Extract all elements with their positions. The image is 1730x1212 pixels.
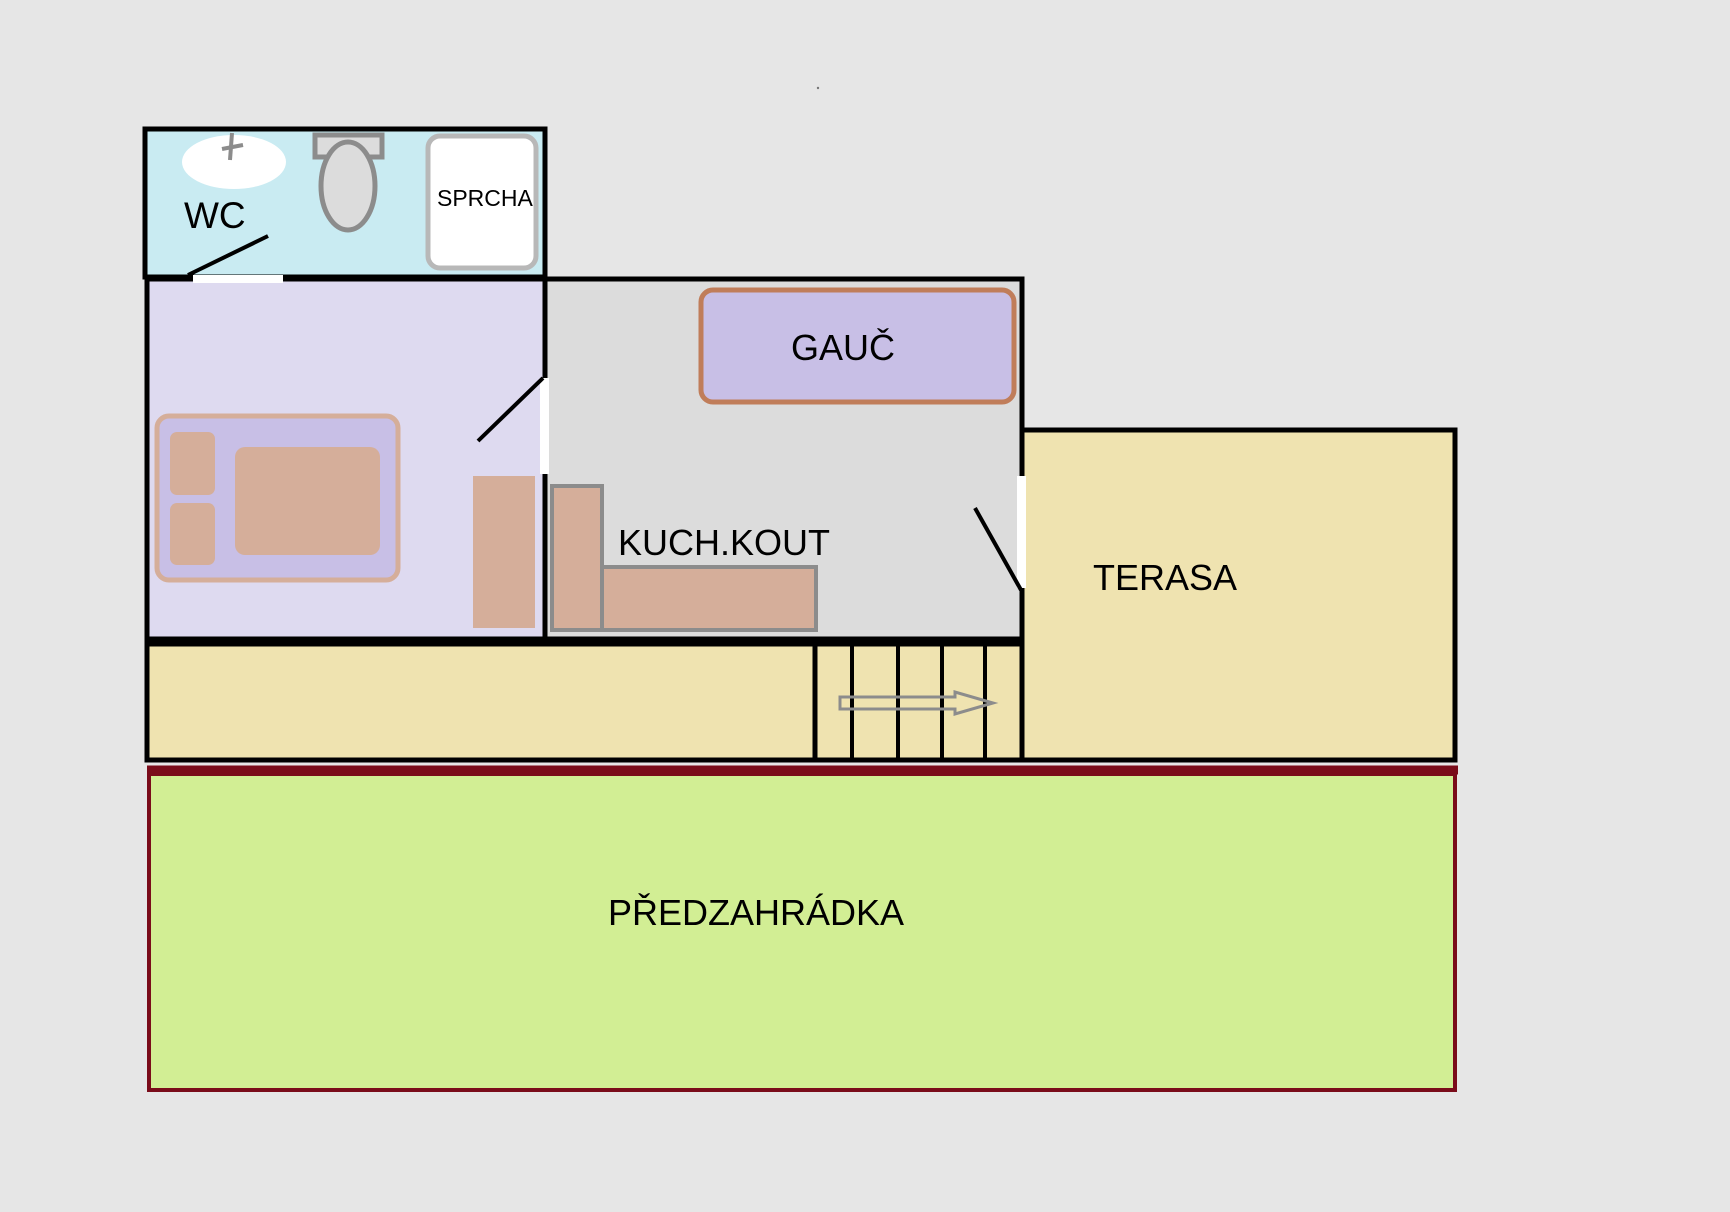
- bathroom-door-leaf: [187, 234, 269, 277]
- couch-label: GAUČ: [791, 327, 895, 368]
- terrace-label: TERASA: [1093, 557, 1237, 598]
- terrace-door-leaf: [973, 507, 1023, 591]
- terrace-door-opening: [1017, 476, 1026, 588]
- front-garden-label: PŘEDZAHRÁDKA: [608, 892, 904, 933]
- staircase: [812, 641, 1027, 763]
- bedroom-door-leaf: [476, 376, 545, 443]
- kitchen-label: KUCH.KOUT: [618, 522, 830, 563]
- wardrobe-icon: [473, 476, 535, 628]
- sink-icon: [182, 132, 286, 189]
- terrace-area: [1019, 427, 1458, 763]
- couch-icon: [698, 287, 1017, 405]
- bedroom-door-opening: [540, 378, 549, 474]
- wc-label: WC: [184, 195, 246, 236]
- front-garden-area: [147, 772, 1457, 1092]
- bed-icon: [154, 413, 401, 583]
- kitchen-counter-icon: [550, 484, 818, 632]
- stairs-arrow-icon: [838, 690, 999, 716]
- shower-icon: [425, 133, 539, 271]
- speck: [816, 86, 820, 90]
- front-walkway: [144, 641, 818, 763]
- shower-label: SPRCHA: [437, 185, 534, 211]
- bathroom-door-opening: [193, 275, 283, 283]
- toilet-icon: [312, 132, 385, 233]
